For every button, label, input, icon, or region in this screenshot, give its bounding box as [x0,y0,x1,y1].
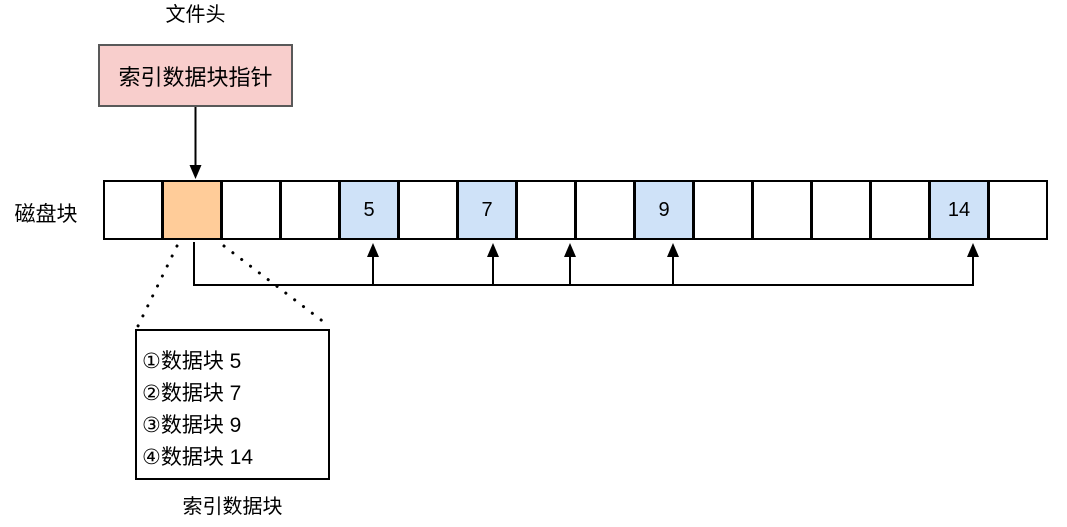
disk-block-cell-2 [221,180,281,240]
up-arrow-block-7 [487,243,499,285]
index-block-box: ①数据块 5 ②数据块 7 ③数据块 9 ④数据块 14 [135,329,330,480]
index-pointer-box-label: 索引数据块指针 [118,64,273,90]
up-arrow-block-9 [667,243,679,285]
disk-block-cell-11 [752,180,812,240]
disk-block-cell-5 [398,180,458,240]
disk-block-cell-10 [693,180,753,240]
up-arrow-block-8 [564,243,576,285]
index-block-caption: 索引数据块 [182,496,283,518]
disk-block-7: 7 [457,180,517,240]
disk-block-5: 5 [339,180,399,240]
dotted-expansion-lines [136,244,331,328]
disk-block-cell-7 [516,180,576,240]
disk-block-cell-3 [280,180,340,240]
file-header-label: 文件头 [165,4,226,26]
up-arrow-block-5 [367,243,379,285]
index-pointer-box: 索引数据块指针 [98,44,293,107]
disk-block-9: 9 [634,180,694,240]
disk-block-cell-15 [988,180,1048,240]
index-entry-1: ①数据块 5 [142,350,242,373]
index-entry-2: ②数据块 7 [142,382,242,405]
pointer-to-index-arrow [189,107,202,179]
disk-block-cell-13 [870,180,930,240]
disk-row-label: 磁盘块 [14,203,78,226]
disk-block-14: 14 [929,180,989,240]
index-to-blocks-connector [193,242,979,286]
index-entry-4: ④数据块 14 [142,446,254,469]
disk-block-cell-0 [103,180,163,240]
disk-block-cell-12 [811,180,871,240]
index-entry-3: ③数据块 9 [142,414,242,437]
disk-block-cell-8 [575,180,635,240]
index-data-block [162,180,222,240]
